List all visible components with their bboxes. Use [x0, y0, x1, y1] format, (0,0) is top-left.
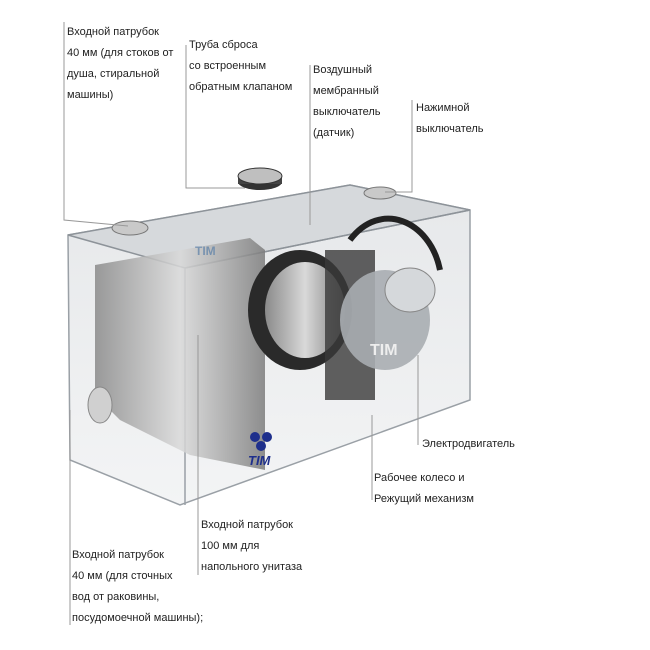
label-line: обратным клапаном: [189, 81, 293, 93]
label-line: выключатель: [313, 106, 381, 118]
label-line: Нажимной: [416, 102, 470, 114]
label-line: 40 мм (для стоков от: [67, 47, 174, 59]
label-line: Воздушный: [313, 64, 373, 76]
label-line: Входной патрубок: [67, 26, 159, 38]
label-line: Труба сброса: [189, 39, 258, 51]
label-line: душа, стиральной: [67, 68, 160, 80]
label-line: вод от раковины,: [72, 591, 160, 603]
label-line: машины): [67, 89, 114, 101]
label-line: напольного унитаза: [201, 561, 303, 573]
label-line: 100 мм для: [201, 540, 260, 552]
leader-lines: [63, 22, 419, 625]
label-line: Режущий механизм: [374, 493, 474, 505]
label-line: Рабочее колесо и: [374, 472, 465, 484]
label-line: Входной патрубок: [72, 549, 164, 561]
label-push-switch: Нажимной выключатель: [416, 98, 484, 140]
label-air-switch: Воздушный мембранный выключатель (датчик…: [313, 60, 381, 144]
label-line: выключатель: [416, 123, 484, 135]
label-discharge-pipe: Труба сброса со встроенным обратным клап…: [189, 35, 292, 98]
label-inlet-100: Входной патрубок 100 мм для напольного у…: [201, 515, 302, 578]
label-inlet-40-sink: Входной патрубок 40 мм (для сточных вод …: [72, 545, 203, 629]
brand-text-lid: TIM: [195, 244, 216, 258]
label-line: 40 мм (для сточных: [72, 570, 173, 582]
label-inlet-40-shower: Входной патрубок 40 мм (для стоков от ду…: [67, 22, 173, 106]
label-line: Входной патрубок: [201, 519, 293, 531]
tank: [67, 167, 471, 506]
brand-text: TIM: [248, 453, 272, 468]
label-impeller: Рабочее колесо и Режущий механизм: [374, 468, 474, 510]
label-line: (датчик): [313, 127, 355, 139]
label-line: со встроенным: [189, 60, 267, 72]
label-line: Электродвигатель: [422, 438, 515, 450]
label-line: посудомоечной машины);: [72, 612, 204, 624]
brand-text-motor: TIM: [370, 342, 398, 359]
label-motor: Электродвигатель: [422, 434, 515, 455]
brand-logo: TIM TIM TIM: [195, 244, 398, 468]
label-line: мембранный: [313, 85, 379, 97]
